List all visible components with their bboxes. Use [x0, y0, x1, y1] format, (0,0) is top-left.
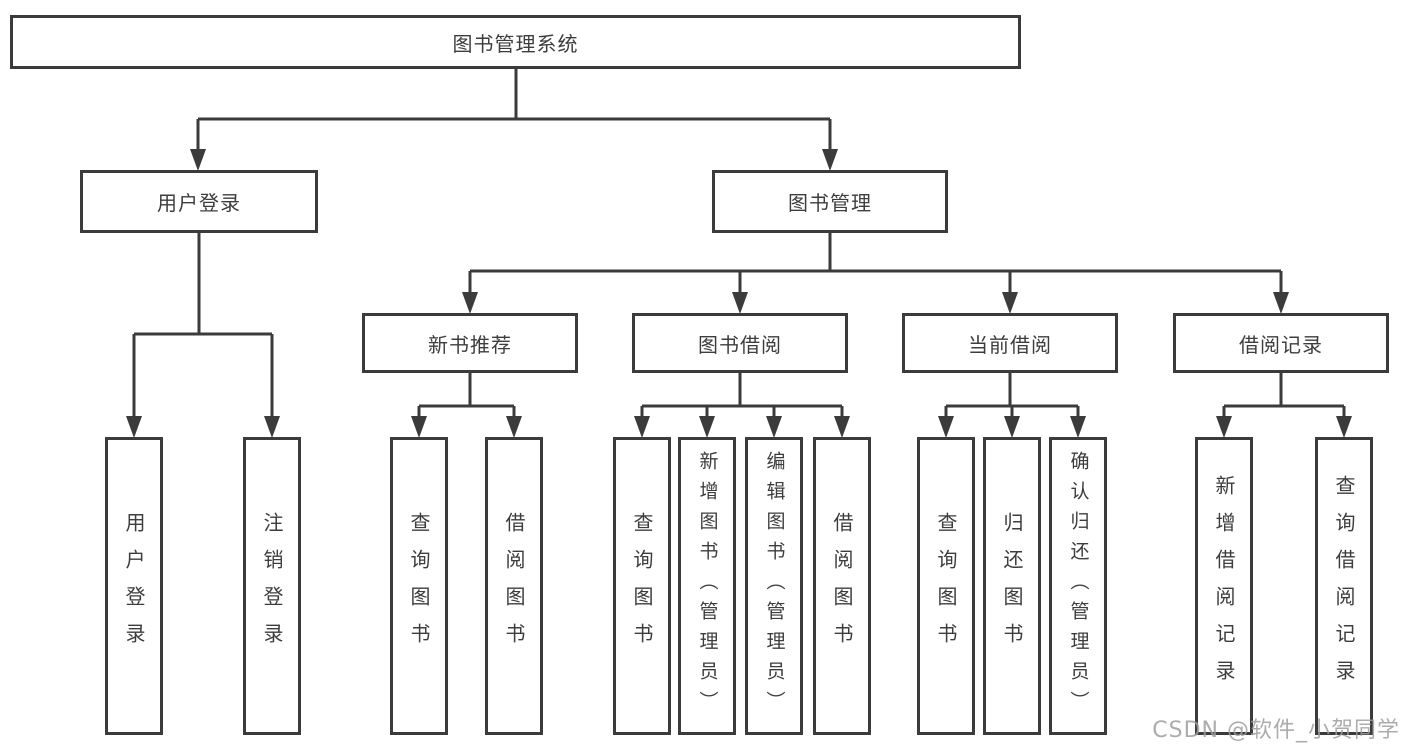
node-user-login: 用户登录 [80, 170, 318, 233]
connector-userlogin-to-leaves [126, 233, 280, 438]
leaf-query-books-3-label: 查询图书 [934, 512, 958, 660]
leaf-confirm-return-admin-label: 确认归还（管理员） [1067, 451, 1090, 721]
node-library-system-label: 图书管理系统 [452, 31, 579, 56]
node-borrowing-records-label: 借阅记录 [1239, 332, 1323, 357]
leaf-query-books-2-label: 查询图书 [630, 512, 654, 660]
connector-newbook-to-leaves [411, 373, 522, 438]
csdn-watermark: CSDN @软件_小贺同学 [1152, 718, 1400, 743]
connector-records-to-leaves [1216, 373, 1352, 438]
node-new-book-recommend: 新书推荐 [362, 313, 578, 373]
leaf-borrow-books-1: 借阅图书 [485, 437, 543, 735]
node-new-book-recommend-label: 新书推荐 [428, 332, 512, 357]
leaf-query-books-2: 查询图书 [613, 437, 671, 735]
connector-root-to-level2 [190, 69, 838, 171]
leaf-borrow-books-1-label: 借阅图书 [502, 512, 526, 660]
leaf-borrow-books-2-label: 借阅图书 [830, 512, 854, 660]
connector-bookmgmt-to-level3 [462, 233, 1289, 314]
node-book-borrowing: 图书借阅 [632, 313, 848, 373]
leaf-return-books: 归还图书 [983, 437, 1041, 735]
leaf-query-books-3: 查询图书 [917, 437, 975, 735]
node-library-system: 图书管理系统 [10, 15, 1021, 69]
leaf-query-borrow-record: 查询借阅记录 [1315, 437, 1373, 735]
leaf-add-books-admin-label: 新增图书（管理员） [696, 451, 719, 721]
connector-current-to-leaves [938, 373, 1086, 438]
leaf-user-login-label: 用户登录 [122, 512, 146, 660]
leaf-edit-books-admin-label: 编辑图书（管理员） [763, 451, 786, 721]
leaf-add-borrow-record-label: 新增借阅记录 [1212, 475, 1236, 697]
leaf-confirm-return-admin: 确认归还（管理员） [1049, 437, 1107, 735]
node-borrowing-records: 借阅记录 [1173, 313, 1389, 373]
node-current-borrowing-label: 当前借阅 [968, 332, 1052, 357]
leaf-user-login: 用户登录 [105, 437, 163, 735]
leaf-logout-label: 注销登录 [260, 512, 284, 660]
leaf-query-books-1: 查询图书 [390, 437, 448, 735]
leaf-query-books-1-label: 查询图书 [407, 512, 431, 660]
node-user-login-label: 用户登录 [157, 191, 241, 215]
leaf-logout: 注销登录 [243, 437, 301, 735]
connector-borrowing-to-leaves [634, 373, 850, 438]
leaf-add-borrow-record: 新增借阅记录 [1195, 437, 1253, 735]
node-book-borrowing-label: 图书借阅 [698, 332, 782, 357]
leaf-return-books-label: 归还图书 [1000, 512, 1024, 660]
node-book-management-label: 图书管理 [788, 191, 872, 215]
leaf-add-books-admin: 新增图书（管理员） [678, 437, 736, 735]
node-book-management: 图书管理 [712, 170, 948, 233]
leaf-borrow-books-2: 借阅图书 [813, 437, 871, 735]
node-current-borrowing: 当前借阅 [902, 313, 1118, 373]
leaf-query-borrow-record-label: 查询借阅记录 [1332, 475, 1356, 697]
leaf-edit-books-admin: 编辑图书（管理员） [745, 437, 803, 735]
